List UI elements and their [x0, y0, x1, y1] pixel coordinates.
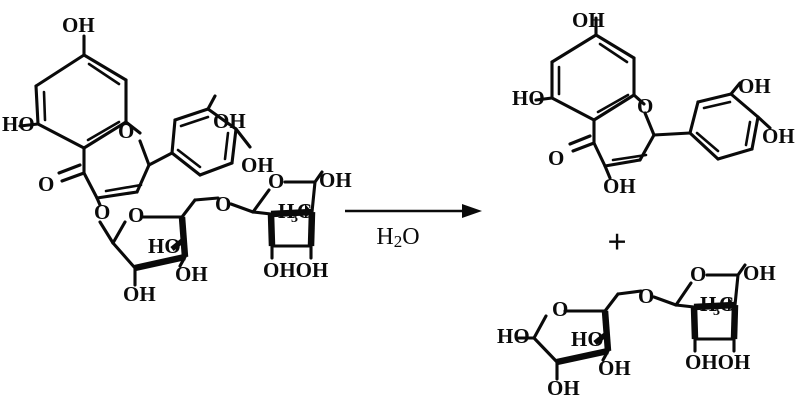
rutin-bond-c3o: [95, 196, 102, 207]
rutinose-bond-o-rha: [652, 295, 678, 307]
atom-label: OH: [743, 261, 776, 285]
atom-label: OH: [319, 168, 352, 192]
product-quercetin: OH HO O O OH OH OH: [512, 8, 795, 198]
rutin-bond-glc-2oh: [170, 238, 184, 252]
rutin-bond-glc-ch2o: [193, 196, 220, 202]
rutin-c-ring: [82, 120, 151, 200]
atom-label: OHOH: [685, 350, 750, 374]
atom-label-subscript: 3: [291, 211, 298, 226]
rutin-bond-5ho: [18, 122, 40, 128]
atom-label: O: [94, 200, 110, 224]
rutin-bond-4keto-a: [60, 171, 86, 183]
atom-label: O: [690, 262, 706, 286]
quercetin-bond-4keto-b: [568, 134, 592, 146]
atom-label: OH: [547, 376, 580, 400]
atom-label: OH: [738, 74, 771, 98]
atom-label: HO: [512, 86, 545, 110]
reagent-label: H2O: [376, 224, 419, 251]
atom-label-subscript: 3: [713, 304, 720, 319]
rutin-bond-b4oh: [234, 127, 252, 149]
plus-symbol: +: [607, 224, 626, 261]
rutin-bond-rha-1oh: [313, 170, 324, 184]
atom-label: C: [719, 292, 734, 316]
atom-label: O: [215, 192, 231, 216]
atom-label: OH: [175, 262, 208, 286]
atom-label: H: [700, 292, 716, 316]
quercetin-a-ring: [550, 33, 636, 122]
rutin-a-ring: [34, 53, 128, 150]
quercetin-bond-b4oh: [756, 115, 772, 130]
rutinose-bond-rha-1oh: [736, 263, 747, 277]
atom-label: O: [552, 297, 568, 321]
atom-label: O: [637, 94, 653, 118]
reactant-rutin: OH HO O O OH OH O O HO OH OH O O OH H 3 …: [2, 13, 352, 306]
atom-label: OH: [241, 153, 274, 177]
reagent-2: 2: [394, 232, 403, 251]
rutinose-bond-glc-3oh: [601, 349, 610, 362]
atom-label: OH: [762, 124, 795, 148]
atom-label: OH: [598, 356, 631, 380]
rutinose-bond-glc-2oh: [593, 332, 607, 346]
rutin-bond-4keto-b: [57, 163, 82, 175]
atom-label: HO: [571, 327, 604, 351]
atom-label: HO: [2, 112, 35, 136]
rutin-b-ring: [170, 107, 238, 177]
rutin-bond-glc-3oh: [178, 255, 187, 268]
atom-label: OH: [603, 174, 636, 198]
rutin-bond-o-glc: [98, 220, 115, 245]
rutin-glucose-ring: [111, 215, 189, 272]
atom-label: OHOH: [263, 258, 328, 282]
atom-label: OH: [572, 8, 605, 32]
atom-label: OH: [123, 282, 156, 306]
quercetin-b-ring: [688, 92, 760, 161]
atom-label: O: [268, 169, 284, 193]
quercetin-bond-5ho: [534, 96, 554, 102]
rutinose-bond-glc-c6: [603, 292, 620, 313]
reaction-arrow-head: [462, 204, 482, 218]
atom-label: HO: [497, 324, 530, 348]
quercetin-c-ring: [592, 93, 656, 168]
atom-label: C: [297, 199, 312, 223]
atom-label: OH: [62, 13, 95, 37]
rutinose-glucose-ring: [532, 309, 612, 366]
rutin-rha-methyl-wedge: [305, 204, 312, 218]
atom-label: O: [118, 119, 134, 143]
atom-label: O: [638, 284, 654, 308]
quercetin-bond-3oh: [603, 164, 612, 180]
atom-label: O: [128, 203, 144, 227]
atom-label: O: [38, 172, 54, 196]
rutinose-rha-methyl-wedge: [728, 297, 735, 311]
rutin-bond-glc-c6: [180, 198, 197, 219]
rutin-bond-b3oh: [206, 94, 217, 111]
rutin-bond-c2b: [147, 151, 174, 167]
reagent-o: O: [402, 224, 419, 250]
atom-label: OH: [213, 109, 246, 133]
quercetin-bond-b3oh: [729, 81, 742, 96]
quercetin-bond-4keto-a: [571, 141, 596, 153]
atom-label: HO: [148, 234, 181, 258]
atom-label: O: [548, 146, 564, 170]
reagent-h: H: [376, 224, 393, 250]
quercetin-bond-c2b: [652, 131, 692, 137]
reaction-arrow-group: H2O: [345, 204, 482, 251]
product-rutinose: HO O HO OH OH O O OH H 3 C OHOH: [497, 261, 776, 400]
atom-label: H: [278, 199, 294, 223]
rutinose-bond-glc-ch2o: [616, 289, 643, 296]
rutin-bond-o-rha: [229, 202, 255, 214]
